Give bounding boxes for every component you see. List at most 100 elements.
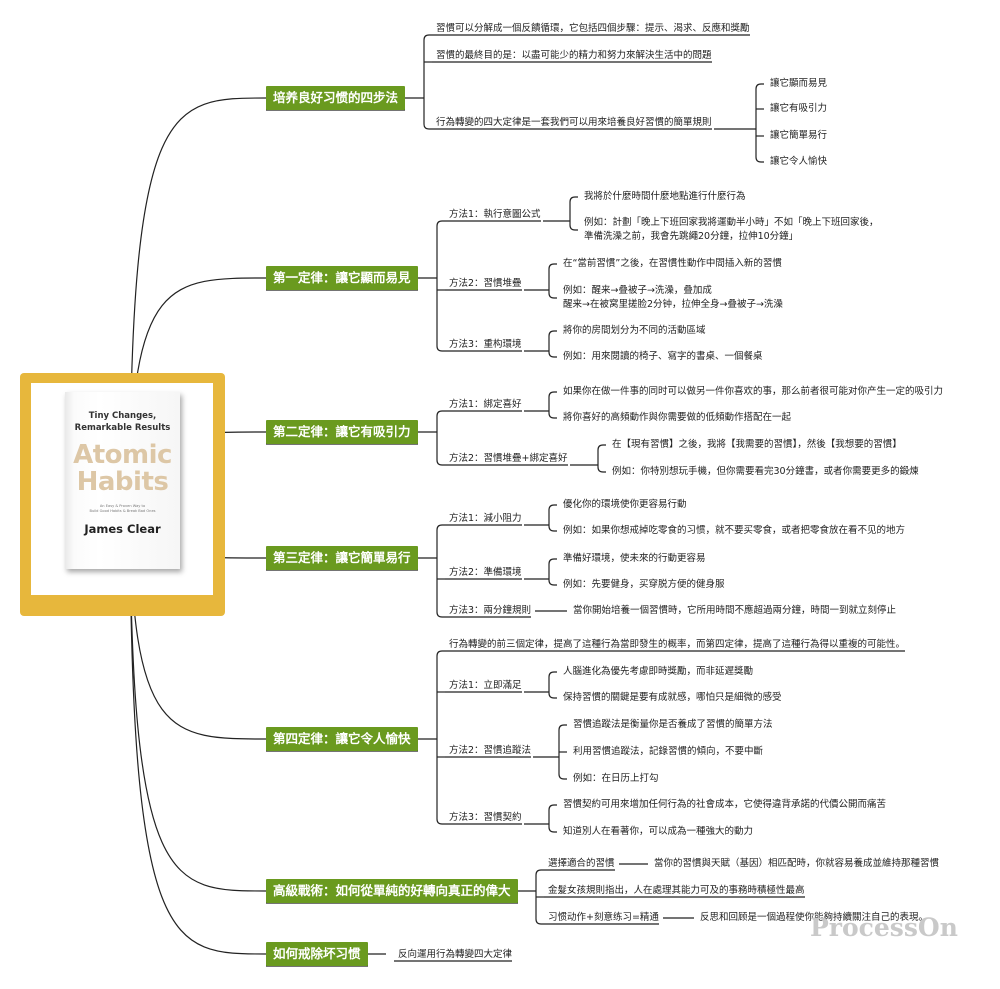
branch-5-node-3[interactable]: 方法2：習慣追蹤法 [449, 745, 532, 756]
branch-4-node-1-child-1: 優化你的環境使你更容易行動 [563, 499, 687, 510]
branch-6-node-3[interactable]: 习惯动作+刻意练习=精通 [548, 912, 659, 923]
branch-1-node-3-child-4: 讓它令人愉快 [770, 156, 828, 167]
branch-1-node-1[interactable]: 習慣可以分解成一個反饋循環，它包括四個步驟：提示、渴求、反應和獎勵 [436, 23, 750, 34]
branch-4-node-1-connector-tick-1 [548, 525, 557, 532]
branch-3-node-1[interactable]: 方法1：綁定喜好 [449, 399, 522, 410]
branch-4-node-2-connector-tick-0 [548, 558, 557, 565]
branch-3-node-2-child-1: 在【現有習慣】之後，我將【我需要的習慣】，然後【我想要的習慣】 [612, 439, 902, 450]
branch-4-node-3[interactable]: 方法3：兩分鐘規則 [449, 605, 532, 616]
branch-2-node-2-connector-tick-1 [548, 292, 557, 299]
cover-title: Atomic Habits [73, 440, 172, 497]
branch-3-connector-tick-0 [436, 410, 445, 417]
branch-5-connector-tick-3 [436, 818, 445, 825]
branch-3[interactable]: 第二定律：讓它有吸引力 [266, 420, 418, 444]
branch-1-node-3-connector-tick-0 [755, 83, 764, 90]
branch-2[interactable]: 第一定律：讓它顯而易見 [266, 266, 418, 290]
branch-4-node-1[interactable]: 方法1：減小阻力 [449, 513, 522, 524]
cover-subtitle: An Easy & Proven Way to Build Good Habit… [89, 504, 156, 513]
branch-2-node-2[interactable]: 方法2：習慣堆疊 [449, 278, 522, 289]
branch-4-node-2-child-1: 準備好環境，使未來的行動更容易 [563, 553, 706, 564]
branch-5-node-4-child-1: 習慣契約可用來增加任何行為的社會成本，它使得違背承諾的代價公開而痛苦 [563, 799, 887, 810]
root-node[interactable]: Tiny Changes, Remarkable Results Atomic … [20, 373, 225, 616]
branch-7-node-1[interactable]: 反向運用行為轉變四大定律 [398, 949, 513, 960]
branch-3-node-1-connector-tick-0 [548, 391, 557, 398]
branch-3-node-2[interactable]: 方法2：習慣堆疊+綁定喜好 [449, 453, 568, 464]
branch-6-node-2[interactable]: 金髮女孩規則指出，人在處理其能力可及的事務時積極性最高 [548, 885, 805, 896]
branch-5-node-2[interactable]: 方法1：立即滿足 [449, 680, 522, 691]
root-link-1 [129, 97, 267, 501]
branch-5-node-3-child-2: 利用習慣追蹤法，記錄習慣的傾向，不要中斷 [573, 746, 764, 757]
branch-2-node-3-child-1: 將你的房間划分为不同的活動區域 [563, 325, 706, 336]
branch-3-node-2-child-2: 例如：你特別想玩手機，但你需要看完30分鐘書，或者你需要更多的鍛煉 [612, 466, 919, 477]
branch-5-node-2-child-2: 保持習慣的關鍵是要有成就感，哪怕只是細微的感受 [563, 692, 782, 703]
branch-4-connector-tick-0 [436, 524, 445, 531]
branch-4-node-1-connector-tick-0 [548, 504, 557, 511]
branch-2-node-1-connector-tick-0 [569, 196, 578, 203]
branch-1-connector-tick-0 [423, 34, 432, 41]
branch-4-connector-tick-2 [436, 611, 445, 618]
branch-5-node-2-child-1: 人腦進化為優先考慮即時獎勵，而非延遲獎勵 [563, 666, 754, 677]
branch-4[interactable]: 第三定律：讓它簡單易行 [266, 546, 418, 570]
branch-3-connector-tick-1 [436, 459, 445, 466]
branch-5-node-3-connector-tick-0 [558, 724, 567, 731]
branch-1-node-2[interactable]: 習慣的最終目的是：以盡可能少的精力和努力來解決生活中的問題 [436, 50, 712, 61]
branch-5-node-2-connector-tick-1 [548, 692, 557, 699]
branch-5-node-1[interactable]: 行為轉變的前三個定律，提高了這種行為當即發生的概率，而第四定律，提高了這種行為得… [449, 639, 906, 650]
branch-6-connector-tick-0 [535, 869, 544, 876]
branch-3-node-2-connector-tick-0 [597, 444, 606, 451]
branch-5-node-3-child-1: 習慣追蹤法是衡量你是否養成了習慣的簡單方法 [573, 719, 773, 730]
branch-1-node-3-child-2: 讓它有吸引力 [770, 103, 828, 114]
branch-3-node-1-connector-tick-1 [548, 412, 557, 419]
branch-4-node-2-child-2: 例如：先要健身，买穿脱方便的健身服 [563, 579, 725, 590]
branch-2-node-2-child-1: 在“當前習慣”之後，在習慣性動作中間插入新的習慣 [563, 258, 782, 269]
branch-1-connector-tick-2 [423, 123, 432, 130]
branch-6-connector-tick-2 [535, 918, 544, 925]
branch-2-connector-tick-2 [436, 345, 445, 352]
branch-2-node-2-child-2: 例如：醒来→叠被子→洗澡，叠加成 [563, 285, 712, 296]
branch-1-node-3[interactable]: 行為轉變的四大定律是一套我們可以用來培養良好習慣的簡單規則 [436, 117, 712, 128]
branch-2-node-1[interactable]: 方法1：執行意圖公式 [449, 209, 541, 220]
processon-watermark: ProcessOn [810, 913, 958, 942]
branch-6[interactable]: 高級戰術：如何從單純的好轉向真正的偉大 [266, 879, 518, 903]
branch-2-node-1-child-2: 例如：計劃「晚上下班回家我將運動半小時」不如「晚上下班回家後， [584, 217, 879, 228]
branch-2-node-3-child-2: 例如：用來閱讀的椅子、寫字的書桌、一個餐桌 [563, 351, 763, 362]
branch-5-node-3-connector-tick-2 [558, 773, 567, 780]
branch-2-node-3-connector-tick-1 [548, 351, 557, 358]
branch-2-node-2-child-2-line2: 醒来→在被窝里搓脸2分钟，拉伸全身→叠被子→洗澡 [563, 299, 783, 310]
branch-5[interactable]: 第四定律：讓它令人愉快 [266, 727, 418, 751]
branch-2-node-1-child-1: 我將於什麼時間什麼地點進行什麼行為 [584, 191, 746, 202]
branch-2-node-2-connector-tick-0 [548, 263, 557, 270]
root-link-7 [129, 499, 267, 955]
branch-4-node-3-child-1: 當你開始培養一個習慣時，它所用時間不應超過兩分鐘，時間一到就立刻停止 [573, 605, 897, 616]
cover-author: James Clear [84, 522, 161, 536]
branch-3-node-2-connector-tick-1 [597, 466, 606, 473]
branch-5-node-4-child-2: 知道別人在看著你，可以成為一種強大的動力 [563, 826, 754, 837]
branch-5-node-4-connector-tick-0 [548, 804, 557, 811]
branch-2-node-1-connector-tick-1 [569, 224, 578, 231]
branch-5-node-4-connector-tick-1 [548, 826, 557, 833]
branch-2-node-1-child-2-line2: 準備洗澡之前，我會先跳繩20分鐘，拉伸10分鐘」 [584, 231, 799, 242]
branch-2-connector-tick-0 [436, 220, 445, 227]
branch-2-node-3-connector-tick-0 [548, 330, 557, 337]
branch-3-node-1-child-2: 將你喜好的高頻動作與你需要做的低頻動作搭配在一起 [563, 412, 792, 423]
branch-6-node-3-child-1: 反思和回顾是一個過程使你能夠持續關注自己的表現。 [700, 912, 929, 923]
branch-1[interactable]: 培养良好习惯的四步法 [266, 86, 406, 110]
branch-5-node-2-connector-tick-0 [548, 671, 557, 678]
branch-4-node-2[interactable]: 方法2：準備環境 [449, 567, 522, 578]
branch-5-node-4[interactable]: 方法3：習慣契約 [449, 812, 522, 823]
branch-1-node-3-child-3: 讓它簡單易行 [770, 130, 828, 141]
branch-1-node-3-child-1: 讓它顯而易見 [770, 78, 828, 89]
branch-4-node-1-child-2: 例如：如果你想戒掉吃零食的习惯，就不要买零食，或者把零食放在看不见的地方 [563, 525, 906, 536]
branch-5-node-3-child-3: 例如：在日历上打勾 [573, 773, 659, 784]
branch-7[interactable]: 如何戒除坏习惯 [266, 942, 368, 966]
branch-5-connector-tick-0 [436, 650, 445, 657]
branch-4-node-2-connector-tick-1 [548, 579, 557, 586]
branch-6-node-1-child-1: 當你的習慣與天賦（基因）相匹配時，你就容易養成並維持那種習慣 [654, 858, 940, 869]
branch-1-node-3-connector-tick-3 [755, 156, 764, 163]
root-image-area: Tiny Changes, Remarkable Results Atomic … [31, 383, 213, 595]
branch-6-node-1[interactable]: 選擇適合的習慣 [548, 858, 615, 869]
branch-3-node-1-child-1: 如果你在做一件事的同时可以做另一件你喜欢的事，那么前者很可能对你产生一定的吸引力 [563, 386, 944, 397]
branch-2-node-3[interactable]: 方法3：重构環境 [449, 339, 522, 350]
cover-tagline: Tiny Changes, Remarkable Results [74, 411, 171, 433]
